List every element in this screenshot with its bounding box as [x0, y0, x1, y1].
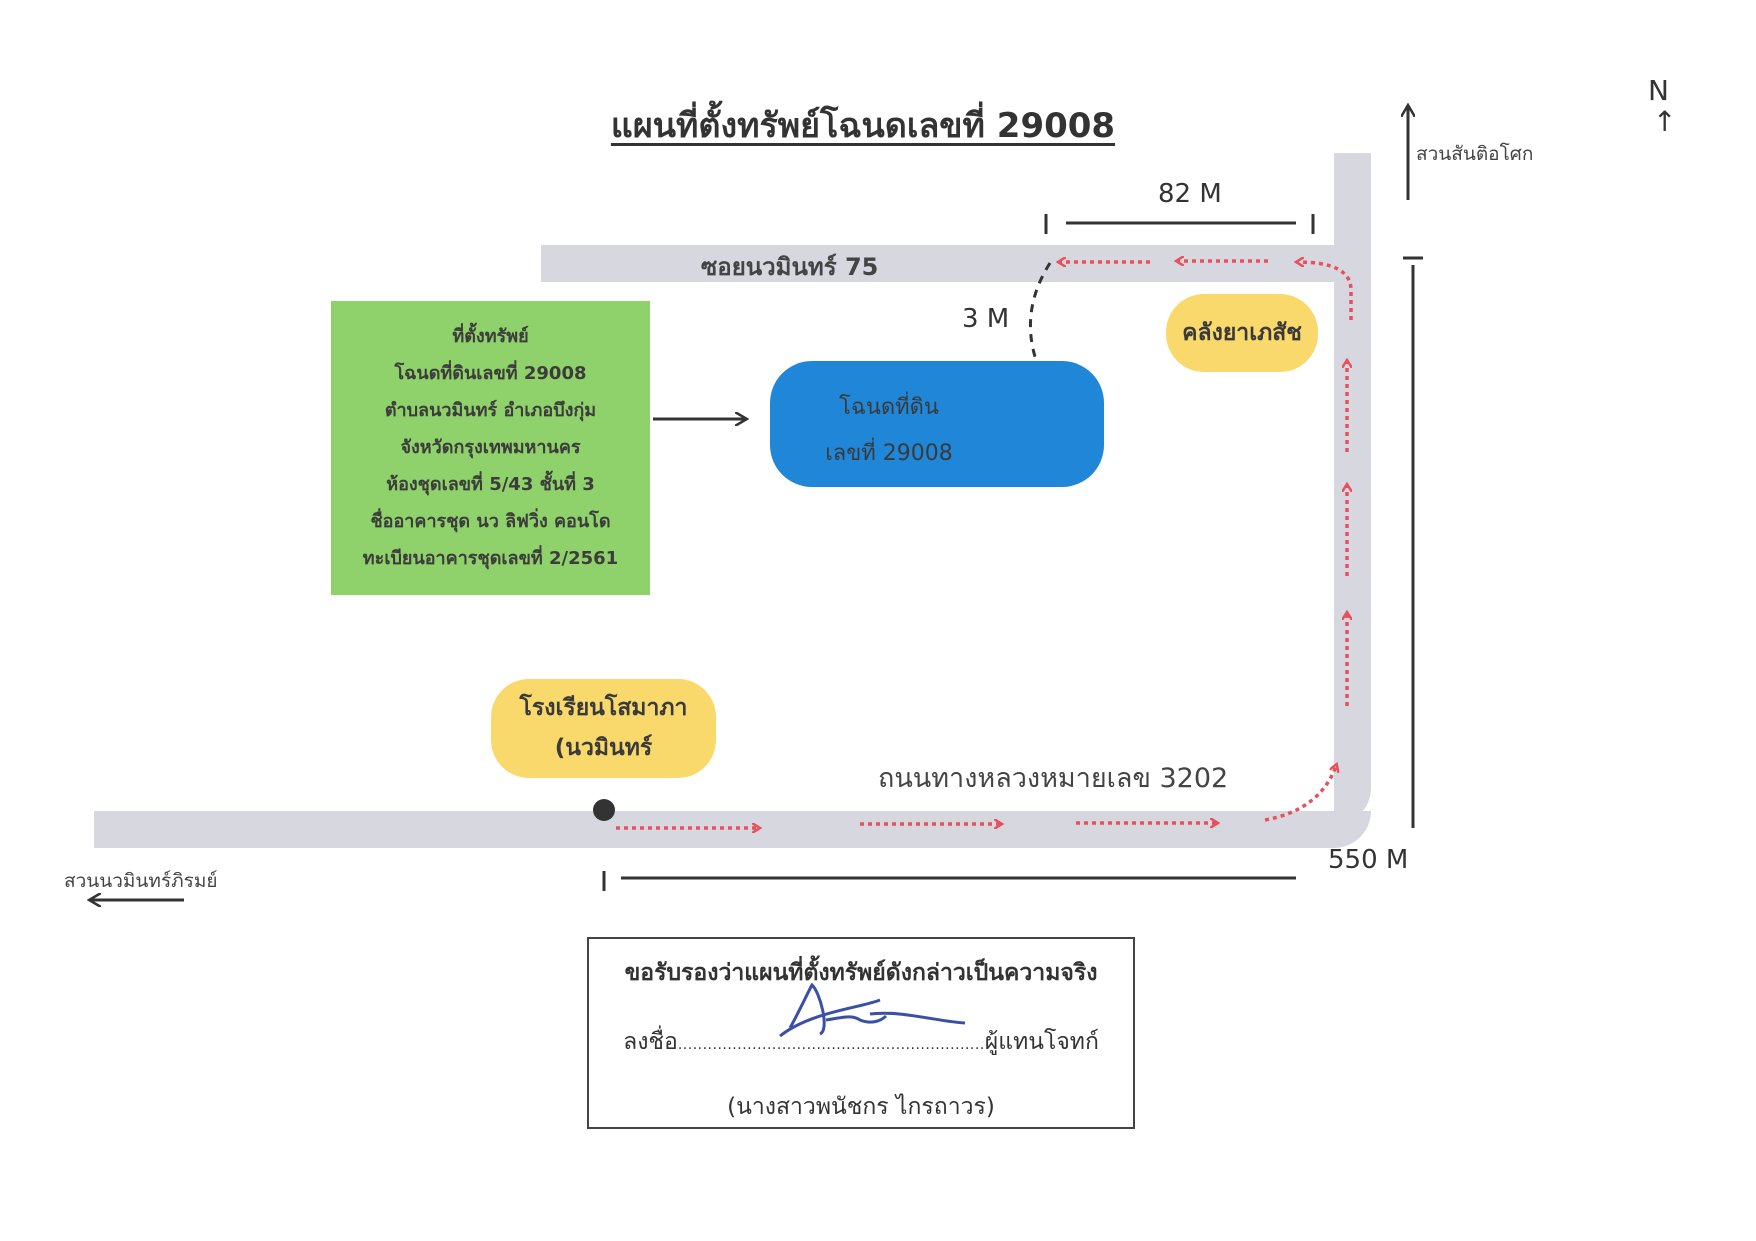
signature-prefix: ลงชื่อ [623, 1029, 678, 1055]
label-highway: ถนนทางหลวงหมายเลข 3202 [878, 763, 1229, 794]
property-info-box: ที่ตั้งทรัพย์ โฉนดที่ดินเลขที่ 29008 ตำบ… [331, 301, 650, 595]
start-point-marker [593, 799, 615, 821]
route-arrows [616, 261, 1353, 828]
plot-marker: โฉนดที่ดิน เลขที่ 29008 [770, 361, 1104, 487]
signature-ink [779, 982, 966, 1038]
signature-line: ลงชื่อ..................................… [589, 1024, 1133, 1060]
certification-statement: ขอรับรองว่าแผนที่ตั้งทรัพย์ดังกล่าวเป็นค… [624, 960, 1098, 986]
map-title: แผนที่ตั้งทรัพย์โฉนดเลขที่ 29008 [610, 106, 1116, 146]
plot-label-line1: โฉนดที่ดิน [839, 395, 939, 420]
distance-3m: 3 M [962, 304, 1010, 334]
label-soi: ซอยนวมินทร์ 75 [701, 253, 879, 281]
north-label: N [1648, 74, 1669, 107]
info-line: ที่ตั้งทรัพย์ [452, 326, 529, 348]
north-arrow-icon: ↑ [1653, 105, 1677, 138]
info-line: จังหวัดกรุงเทพมหานคร [400, 437, 581, 459]
road-soi-navamin-75 [541, 245, 1371, 282]
info-line: โฉนดที่ดินเลขที่ 29008 [394, 363, 587, 385]
label-left-destination: สวนนวมินทร์ภิรมย์ [64, 870, 218, 892]
plot-label-line2: เลขที่ 29008 [825, 441, 953, 466]
info-line: ห้องชุดเลขที่ 5/43 ชั้นที่ 3 [386, 474, 595, 496]
dim-3-dashed [1028, 262, 1052, 361]
label-top-destination: สวนสันติอโศก [1416, 143, 1534, 165]
signature-dots: ........................................… [677, 1037, 985, 1053]
landmark-school-line2: (นวมินทร์ [554, 734, 653, 761]
landmark-school: โรงเรียนโสมาภา (นวมินทร์ [491, 679, 716, 778]
distance-550m: 550 M [1328, 845, 1409, 875]
info-line: ตำบลนวมินทร์ อำเภอบึงกุ่ม [384, 400, 597, 422]
landmark-school-line1: โรงเรียนโสมาภา [519, 695, 688, 722]
certification-box: ขอรับรองว่าแผนที่ตั้งทรัพย์ดังกล่าวเป็นค… [587, 937, 1135, 1129]
road-vertical [1334, 153, 1371, 825]
signature-suffix: ผู้แทนโจทก์ [984, 1029, 1099, 1055]
info-line: ทะเบียนอาคารชุดเลขที่ 2/2561 [362, 547, 619, 569]
distance-82m: 82 M [1158, 179, 1222, 209]
landmark-pharmacy-label: คลังยาเภสัช [1182, 320, 1302, 346]
info-line: ชื่ออาคารชุด นว ลิฟวิ่ง คอนโด [370, 511, 611, 533]
signatory-name: (นางสาวพนัชกร ไกรถาวร) [727, 1094, 995, 1120]
road-highway-3202 [94, 811, 1371, 848]
landmark-pharmacy-warehouse: คลังยาเภสัช [1166, 294, 1318, 372]
